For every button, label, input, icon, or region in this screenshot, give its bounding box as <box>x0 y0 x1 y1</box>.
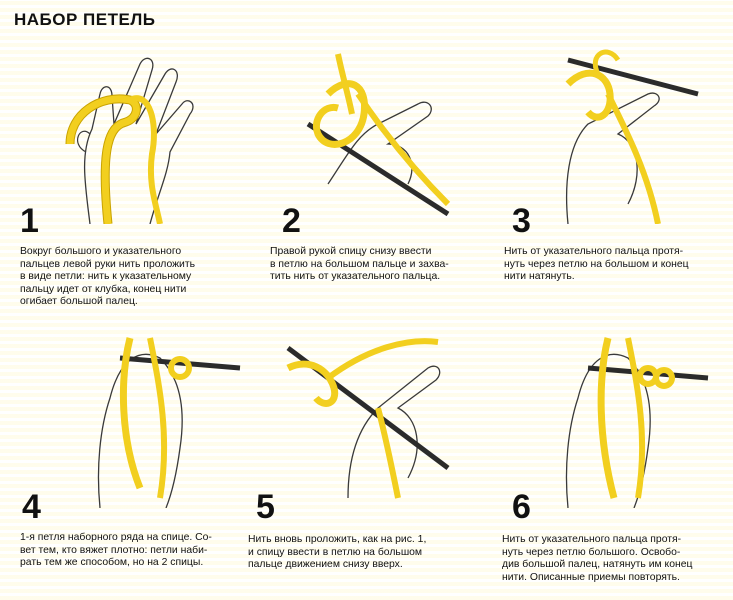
step-3-number: 3 <box>512 202 531 240</box>
step-4-caption: 1-я петля наборного ряда на спице. Со- в… <box>20 532 212 569</box>
step-3-illustration <box>498 34 728 224</box>
step-1-caption: Вокруг большого и указательного пальцев … <box>20 246 196 308</box>
step-2-caption: Правой рукой спицу снизу ввести в петлю … <box>270 246 449 283</box>
step-2-illustration <box>268 34 498 224</box>
step-2-number: 2 <box>282 202 301 240</box>
step-4-number: 4 <box>22 488 41 526</box>
step-6-number: 6 <box>512 488 531 526</box>
step-4-illustration <box>40 318 270 508</box>
step-1-number: 1 <box>20 202 39 240</box>
step-1-illustration <box>30 34 260 224</box>
step-6-illustration <box>498 318 728 508</box>
step-5-number: 5 <box>256 488 275 526</box>
step-6-caption: Нить от указательного пальца протя- нуть… <box>502 534 693 583</box>
page-title: НАБОР ПЕТЕЛЬ <box>14 10 156 29</box>
step-3-caption: Нить от указательного пальца протя- нуть… <box>504 246 689 283</box>
step-5-illustration <box>268 318 498 508</box>
step-5-caption: Нить вновь проложить, как на рис. 1, и с… <box>248 534 427 571</box>
